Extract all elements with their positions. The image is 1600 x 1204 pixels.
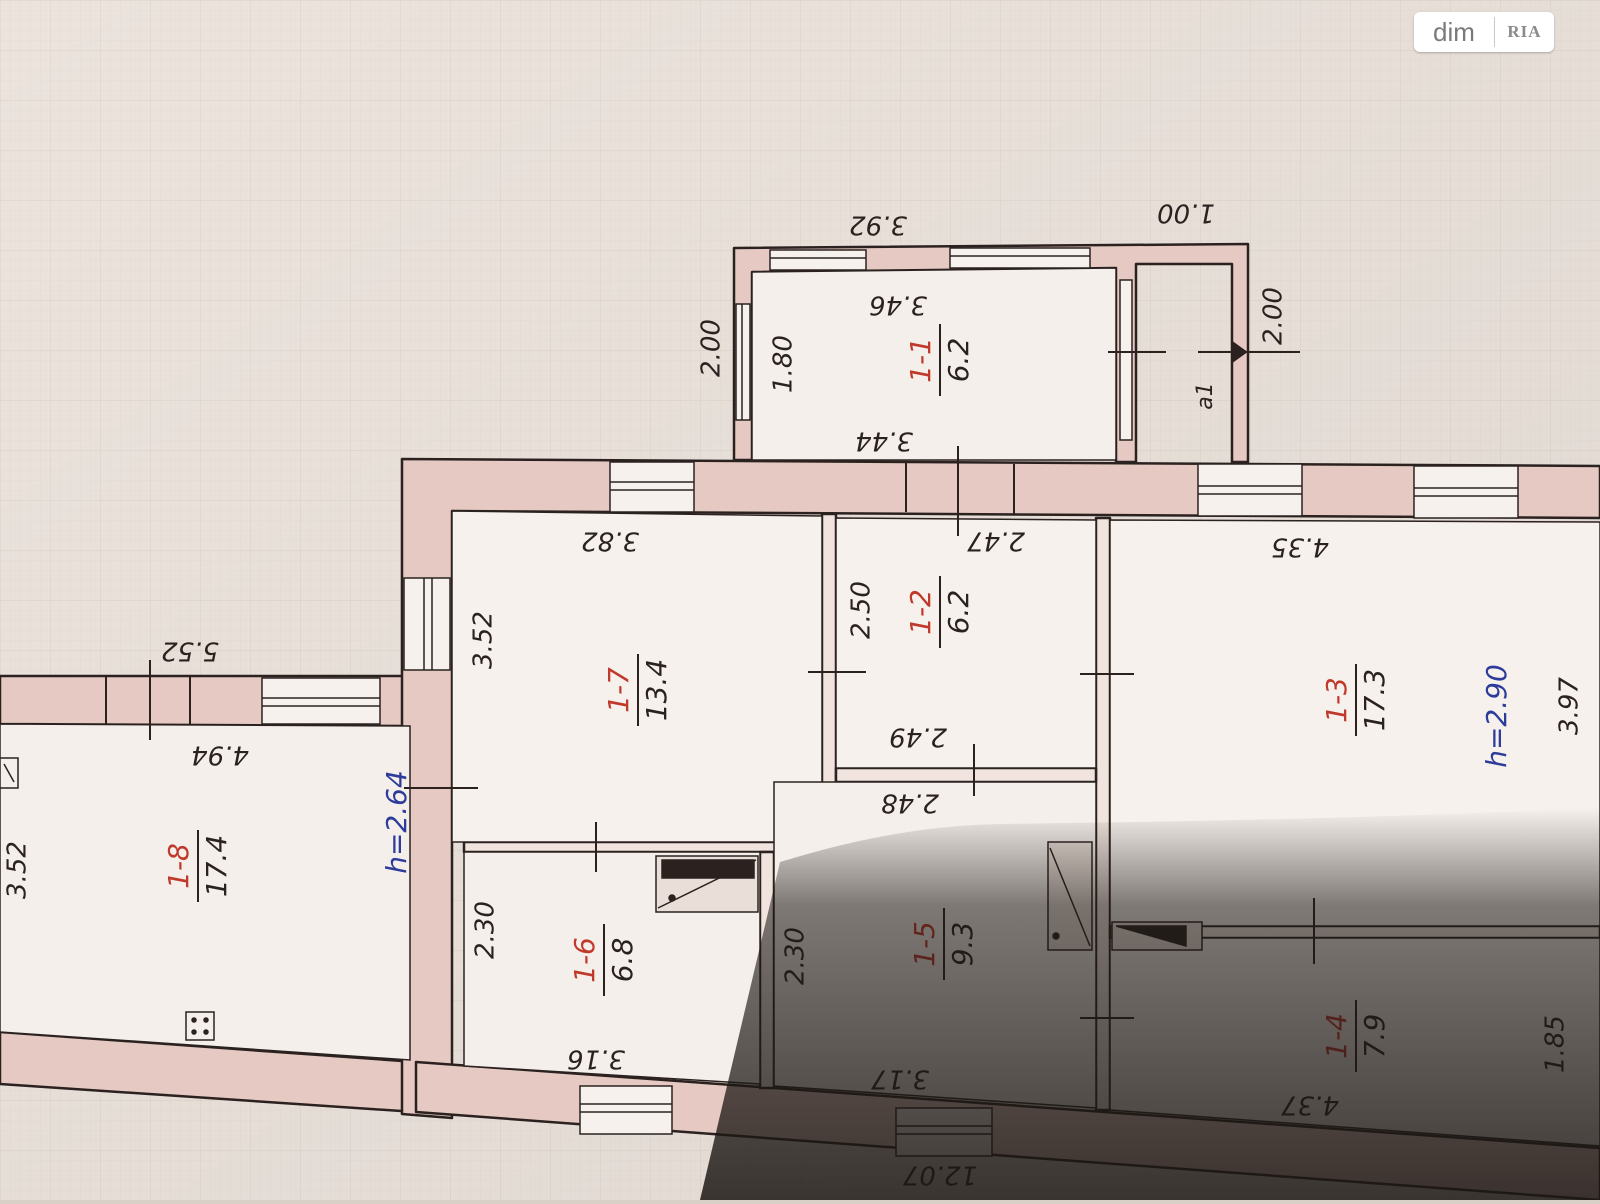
dimension-label: 3.52 <box>469 611 499 669</box>
room-id: 1-6 <box>568 937 601 983</box>
room-id: 1-2 <box>904 589 937 635</box>
dimension-label: 4.35 <box>1271 532 1329 562</box>
dimension-label: 2.00 <box>697 319 727 377</box>
room-area: 6.2 <box>942 338 975 383</box>
room-area: 17.3 <box>1358 669 1391 731</box>
dimension-label: 2.47 <box>967 526 1025 556</box>
photo-shadow <box>700 808 1600 1200</box>
room-area: 6.8 <box>606 938 639 983</box>
dimension-label: 3.46 <box>869 290 927 320</box>
fixtures <box>0 757 215 1041</box>
window-west-1 <box>403 577 451 671</box>
dimension-label: 2.00 <box>1259 287 1289 345</box>
room-fill-1-8 <box>0 723 411 1061</box>
dimension-label: 3.97 <box>1555 677 1585 735</box>
window-top-2 <box>1197 463 1303 517</box>
dimension-label: 2.49 <box>889 722 947 752</box>
room-id: 1-1 <box>904 337 937 383</box>
ceiling-height-label: h=2.64 <box>380 770 413 874</box>
dimension-label: 4.94 <box>191 740 249 770</box>
wall-interior-7-6 <box>462 840 824 854</box>
room-id: 1-3 <box>1320 677 1353 723</box>
dimension-label: 3.16 <box>567 1044 625 1074</box>
room-id: 1-8 <box>162 843 195 889</box>
room-id: 1-7 <box>602 667 635 713</box>
window-top-1 <box>609 461 695 513</box>
dimension-label: 3.92 <box>849 210 907 240</box>
dimension-label: 3.44 <box>855 426 913 456</box>
window-top-3 <box>1413 465 1519 519</box>
window-bottom-1 <box>579 1085 673 1135</box>
watermark-logo: RIA <box>1507 22 1542 41</box>
window-vestibule-left <box>735 303 751 421</box>
ceiling-height-label: h=2.90 <box>1480 664 1513 768</box>
room-area: 6.2 <box>942 590 975 635</box>
window-vestibule-top-2 <box>949 247 1091 269</box>
room-fill-1-1 <box>751 267 1117 461</box>
window-vestibule-right <box>1119 279 1133 441</box>
dimension-label: 5.52 <box>161 636 219 666</box>
wall-interior-2-5 <box>834 766 1098 784</box>
room-area: 17.4 <box>200 835 233 897</box>
gas-meter-icon <box>185 1011 215 1041</box>
watermark-divider <box>1494 17 1495 47</box>
dimension-label: 2.30 <box>471 901 501 959</box>
room-fill-1-2 <box>835 517 1097 769</box>
dimension-label: 3.82 <box>581 526 639 556</box>
dimension-label: 2.50 <box>847 581 877 639</box>
dimension-label: 1.80 <box>769 335 799 393</box>
dimension-label: 3.52 <box>3 841 33 899</box>
room-area: 13.4 <box>640 659 673 721</box>
dimension-label: 2.48 <box>881 788 939 818</box>
window-left-wing <box>261 677 381 725</box>
stair-arrowhead <box>1231 340 1248 364</box>
watermark-brand: dim <box>1433 17 1475 47</box>
entry-label: a1 <box>1193 382 1218 409</box>
window-vestibule-top-1 <box>769 249 867 271</box>
dim-ria-watermark[interactable]: dim RIA <box>1414 12 1554 52</box>
dimension-label: 1.00 <box>1157 198 1215 228</box>
